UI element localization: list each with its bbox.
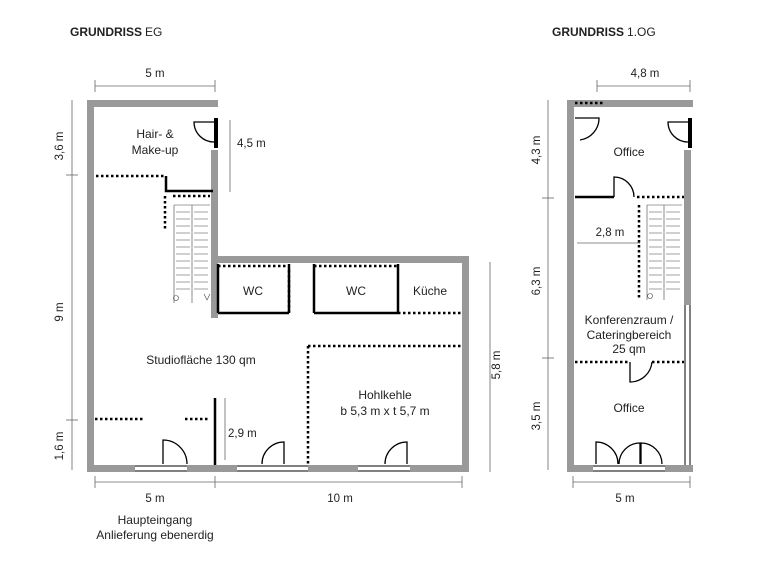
og-french-door-3[interactable] (640, 442, 663, 465)
eg-entrance-line2: Anlieferung ebenerdig (96, 528, 213, 542)
eg-door-2[interactable] (261, 441, 285, 465)
og-room-conf-line2: Cateringbereich (587, 328, 672, 342)
eg-room-hair-line1: Hair- & (136, 127, 173, 141)
og-window-top-left (575, 117, 600, 141)
og-room-conf-line3: 25 qm (612, 342, 645, 356)
eg-walls (87, 100, 469, 472)
og-room-conf-line1: Konferenzraum / (585, 313, 674, 327)
eg-entrance-door[interactable] (162, 439, 188, 465)
og-french-door-2[interactable] (618, 442, 641, 465)
eg-dim-hair: 4,5 m (237, 138, 266, 150)
eg-door-3[interactable] (384, 441, 408, 465)
og-dim-left-lower: 3,5 m (531, 402, 543, 431)
og-office-bottom-door[interactable] (629, 361, 653, 383)
eg-entrance-line1: Haupteingang (118, 513, 193, 527)
eg-dim-left-lower: 1,6 m (54, 432, 66, 461)
og-french-door-1[interactable] (595, 441, 619, 465)
eg-staircase (163, 194, 211, 303)
eg-room-hohlkehle-line2: b 5,3 m x t 5,7 m (340, 404, 429, 418)
eg-dim-top: 5 m (145, 68, 164, 80)
eg-wc-block (216, 264, 462, 315)
eg-hair-door[interactable] (193, 121, 215, 143)
eg-hohlkehle-area (306, 344, 462, 465)
eg-room-studio: Studiofläche 130 qm (146, 353, 255, 367)
eg-dim-bottom-right: 10 m (327, 493, 353, 505)
og-staircase (637, 204, 682, 300)
eg-dim-right: 5,8 m (491, 351, 503, 380)
og-room-office-top: Office (613, 145, 644, 159)
og-floor-plan: 4,8 m 4,3 m 6,3 m 3,5 m 5 m 2,8 m (531, 68, 693, 505)
og-office-inner-door[interactable] (613, 176, 635, 198)
eg-dim-bottom-left: 5 m (145, 493, 164, 505)
eg-dim-inner: 2,9 m (228, 428, 257, 440)
og-office-top-door[interactable] (667, 121, 689, 143)
og-dim-left-mid: 6,3 m (531, 267, 543, 296)
og-room-office-bottom: Office (613, 401, 644, 415)
og-dim-bottom: 5 m (615, 493, 634, 505)
eg-hair-room-partition (96, 118, 218, 193)
og-dim-left-upper: 4,3 m (531, 136, 543, 165)
eg-room-wc2: WC (346, 284, 366, 298)
eg-floor-plan: 5 m 3,6 m 9 m 1,6 m 4,5 m 5,8 m 5 m 10 m… (54, 68, 503, 542)
eg-room-wc1: WC (243, 284, 263, 298)
og-walls (567, 100, 693, 472)
og-dim-inner: 2,8 m (596, 227, 625, 239)
eg-dim-left-upper: 3,6 m (54, 132, 66, 161)
eg-dim-left-mid: 9 m (54, 302, 66, 321)
eg-room-kitchen: Küche (413, 284, 447, 298)
eg-room-hair-line2: Make-up (132, 143, 179, 157)
eg-room-hohlkehle-line1: Hohlkehle (358, 388, 412, 402)
og-dim-top: 4,8 m (631, 68, 660, 80)
